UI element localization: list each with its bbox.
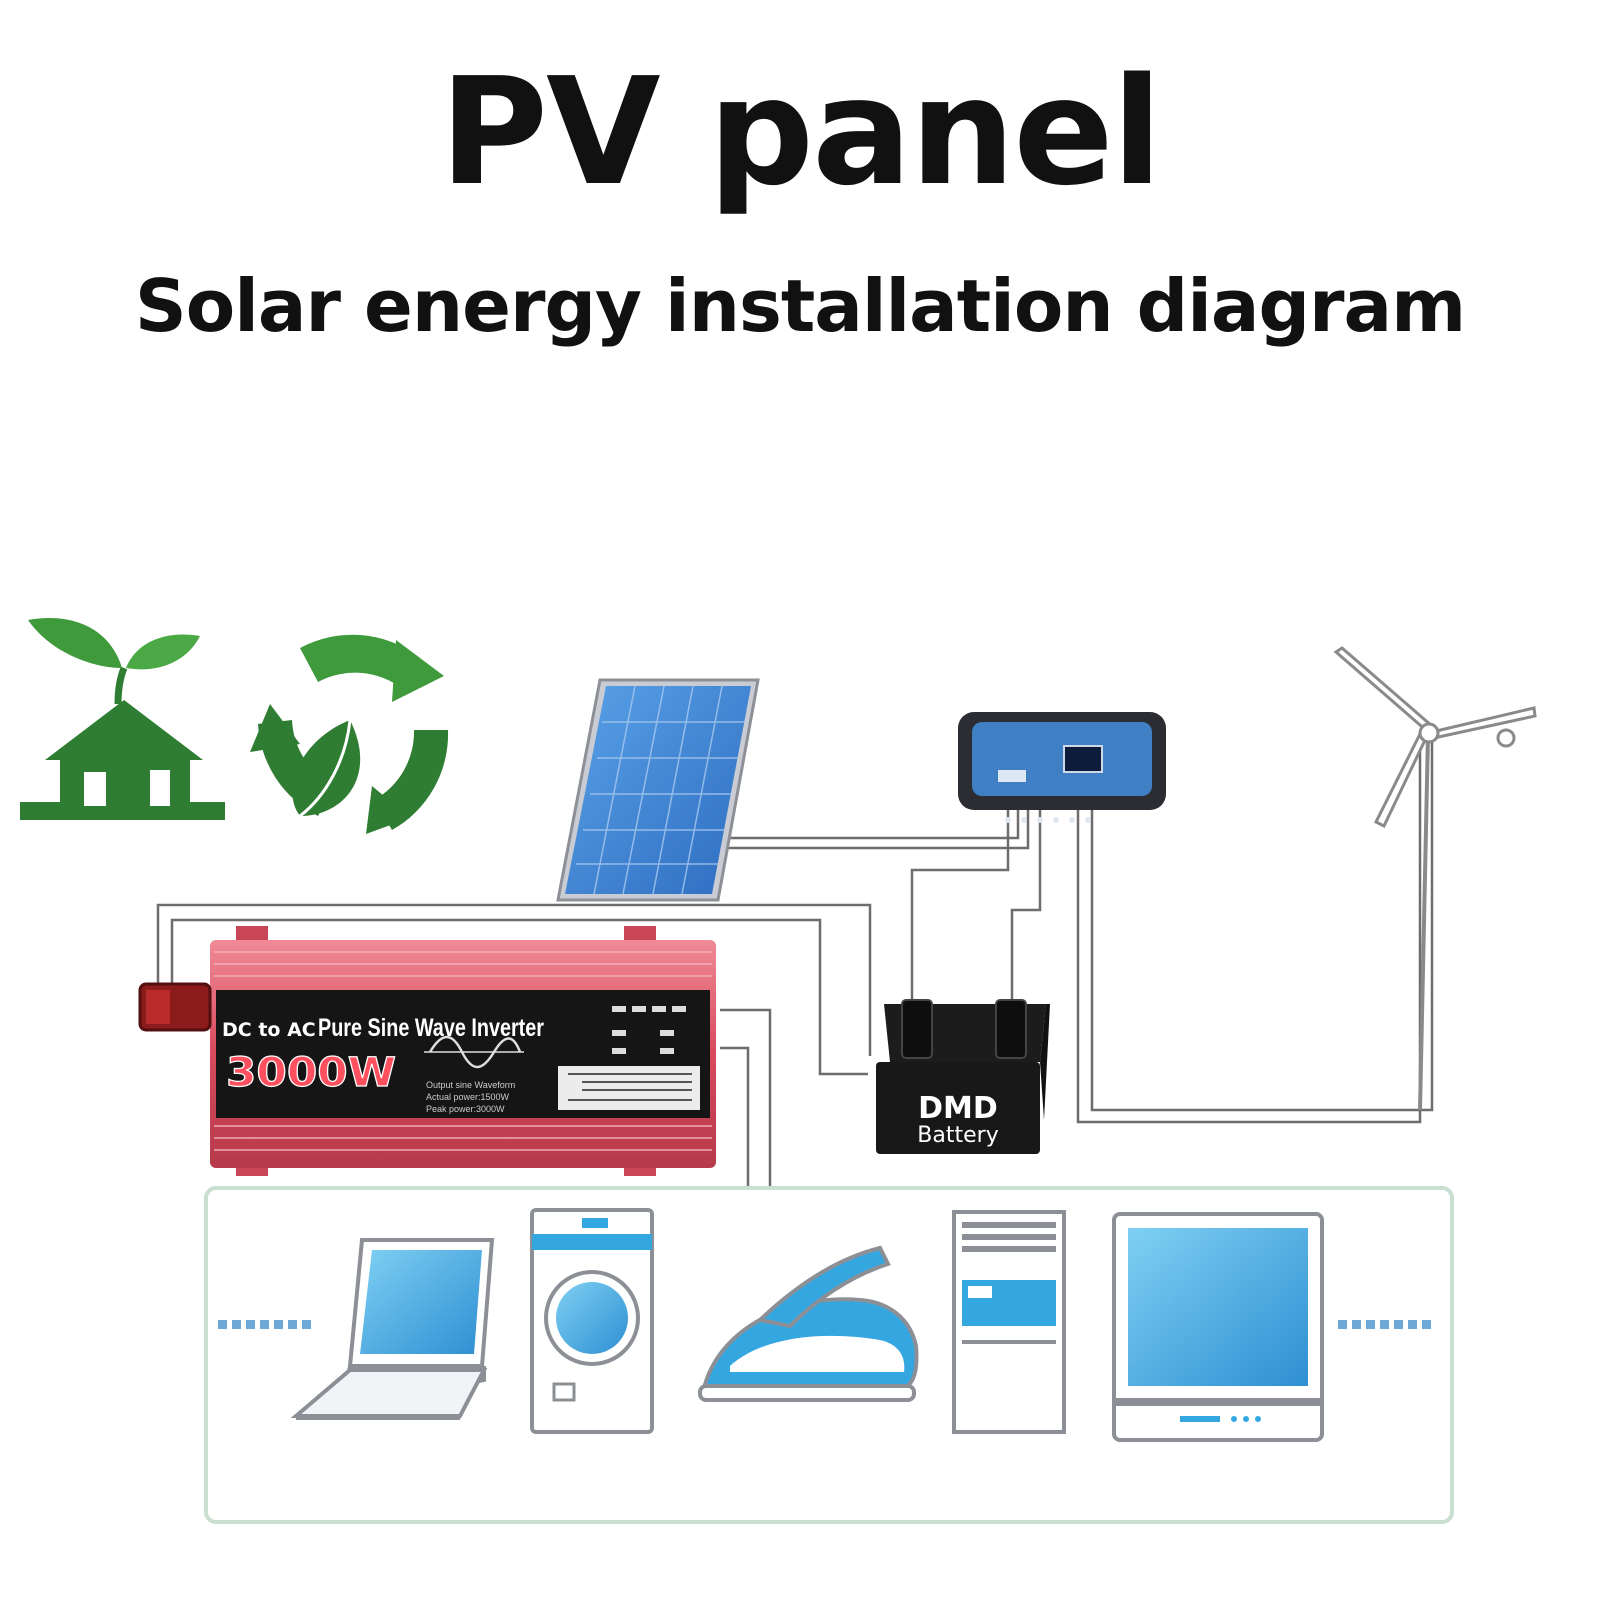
wire-inverter-load-a: [720, 1008, 772, 1188]
wire-wind-controller-a: [1076, 738, 1422, 1124]
wire-panel-controller-a: [722, 808, 1020, 840]
washing-machine-icon: [530, 1208, 654, 1434]
dots-left: [218, 1320, 311, 1329]
inverter-spec-waveform: Output sine Waveform: [426, 1080, 515, 1090]
battery-brand: DMD: [918, 1091, 998, 1126]
wire-inverter-loop-inner: [170, 918, 868, 1076]
laptop-icon: [290, 1238, 495, 1420]
wiring: [156, 738, 1434, 1188]
page-subtitle: Solar energy installation diagram: [134, 264, 1466, 348]
dots-right: [1338, 1320, 1431, 1329]
wire-panel-controller-b: [712, 808, 1030, 850]
charge-controller-icon: [958, 712, 1166, 823]
inverter-device: [138, 926, 716, 1176]
eco-house-icon: [20, 618, 225, 820]
battery-device: [876, 999, 1050, 1154]
wire-controller-battery-a: [910, 808, 1010, 1008]
iron-icon: [698, 1245, 919, 1402]
inverter-spec-peak: Peak power:3000W: [426, 1104, 505, 1114]
inverter-power: 3000W: [226, 1050, 396, 1096]
tv-monitor-icon: [1112, 1212, 1324, 1442]
air-conditioner-icon: [952, 1210, 1066, 1434]
solar-panel-icon: [556, 678, 760, 902]
wind-turbine-icon: [1333, 646, 1537, 1111]
inverter-label-dc-ac: DC to AC: [222, 1019, 316, 1041]
battery-label: Battery: [917, 1123, 998, 1148]
inverter-spec-actual: Actual power:1500W: [426, 1092, 510, 1102]
page-title: PV panel: [439, 46, 1163, 218]
wire-controller-battery-b: [1010, 808, 1042, 1008]
wire-inverter-load-b: [720, 1046, 750, 1188]
inverter-label-type: Pure Sine Wave Inverter: [318, 1014, 544, 1042]
wire-inverter-loop-outer: [156, 903, 872, 1056]
wire-wind-controller-b: [1090, 738, 1434, 1112]
recycle-leaf-icon: [250, 634, 449, 834]
